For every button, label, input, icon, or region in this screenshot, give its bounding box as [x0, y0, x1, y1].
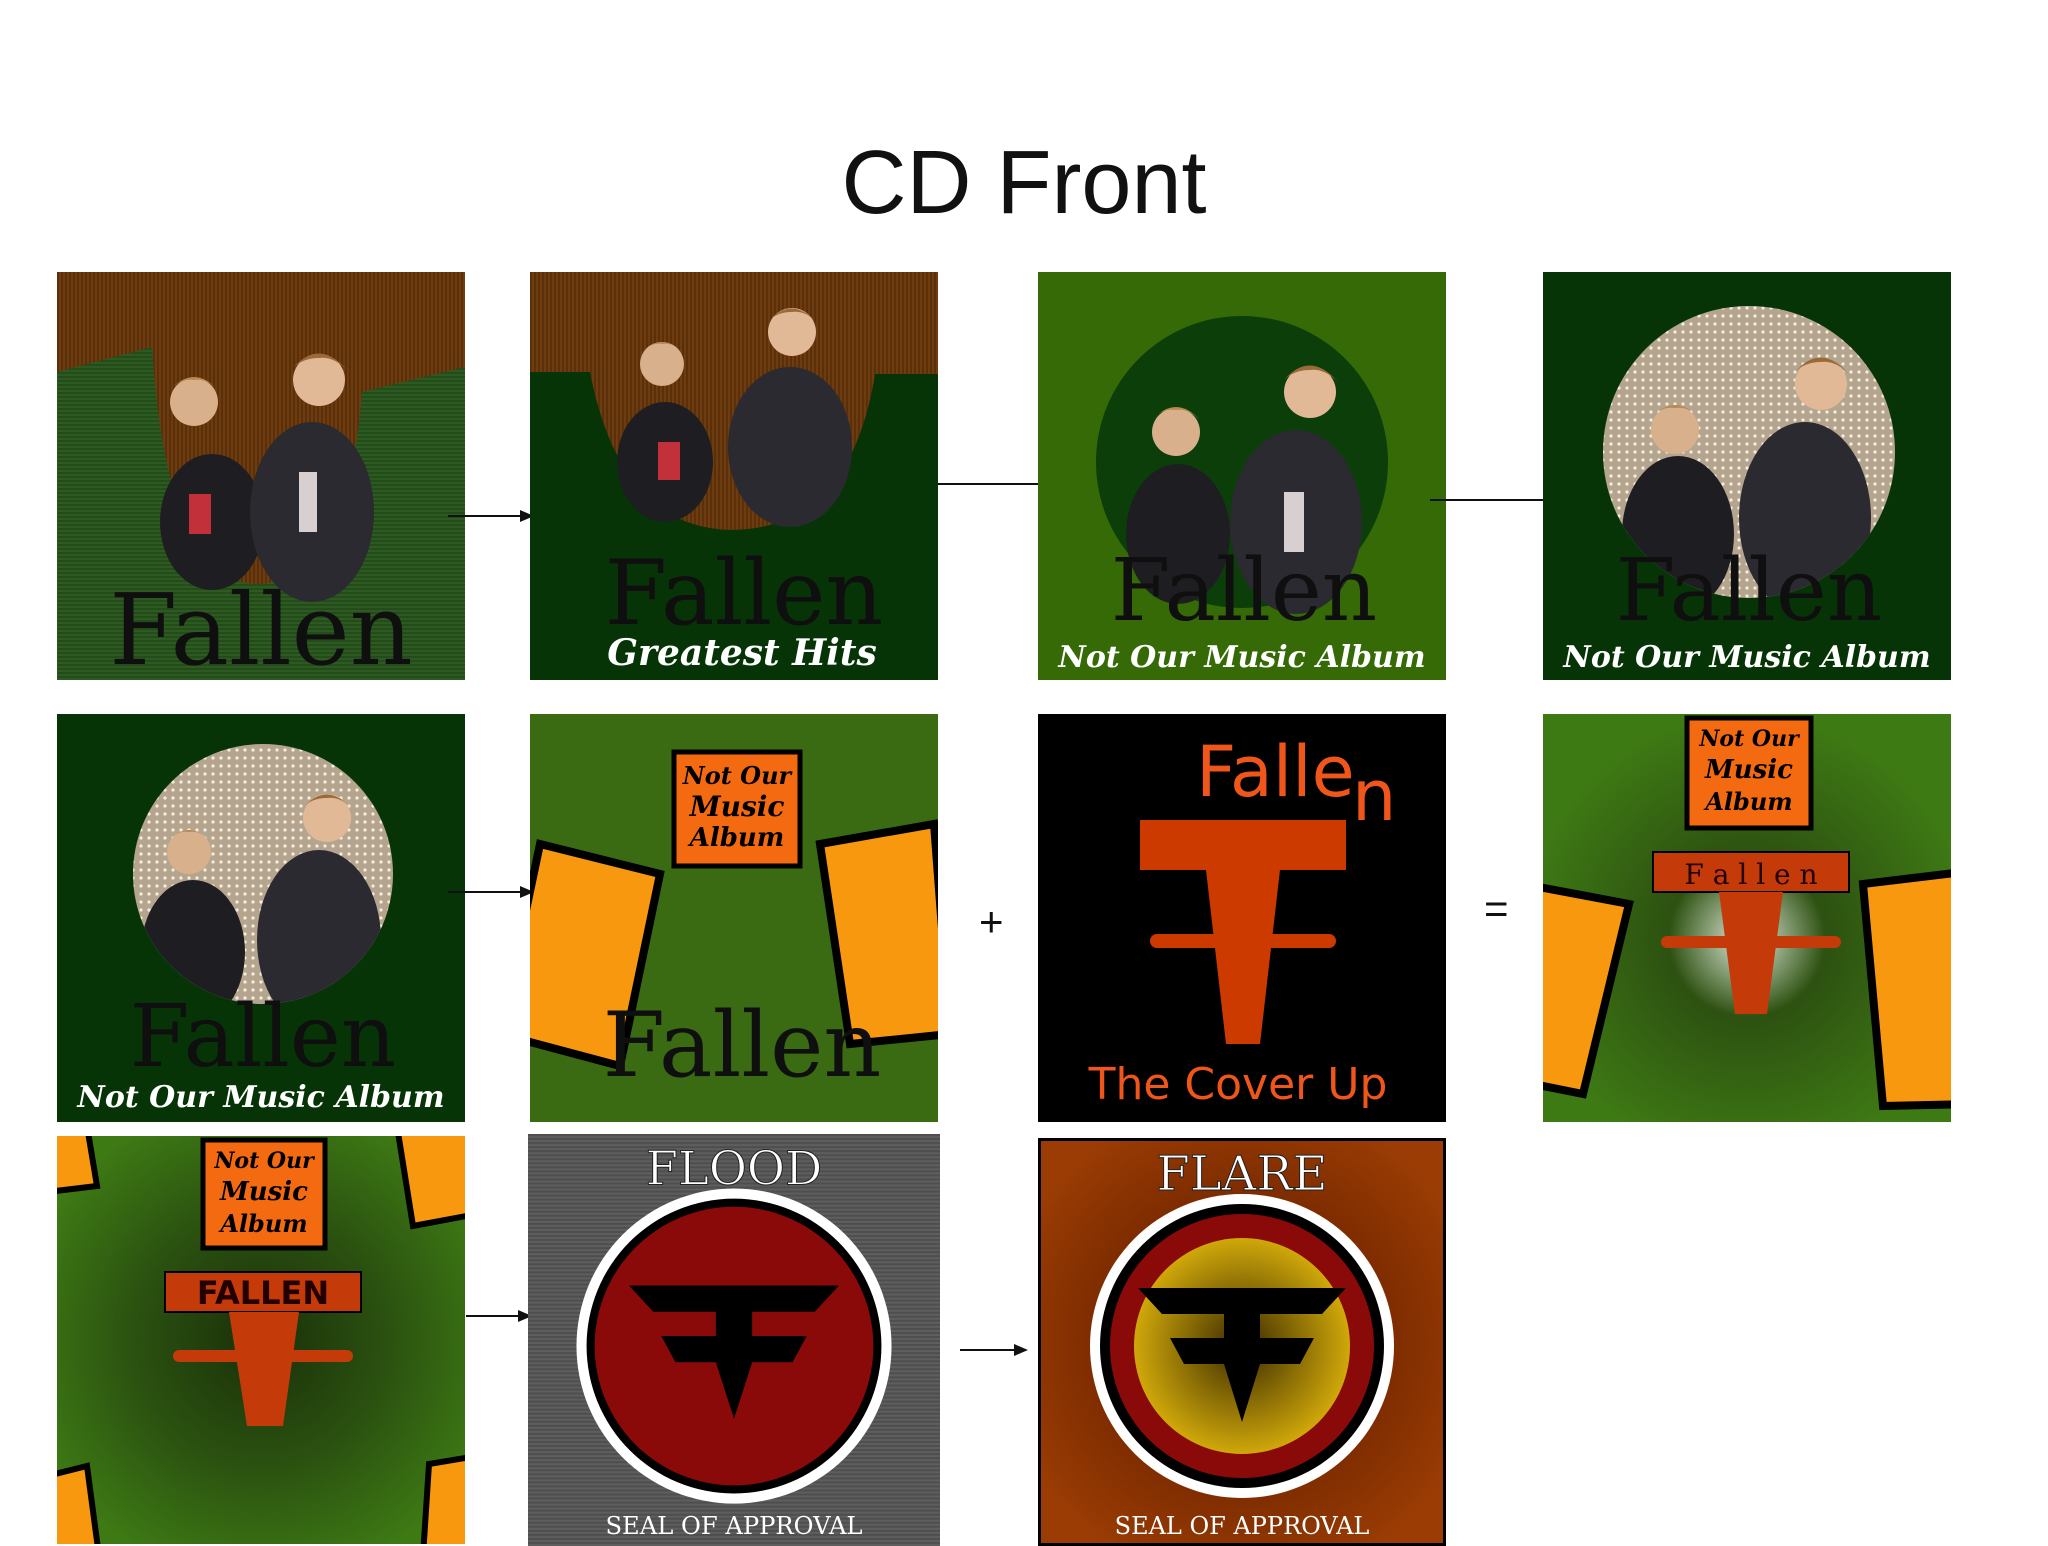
cover-tile-5: Fallen Not Our Music Album: [57, 714, 465, 1122]
cover-art-5: Fallen Not Our Music Album: [57, 714, 465, 1122]
svg-text:Not Our: Not Our: [1698, 726, 1800, 752]
people-photo: [617, 308, 852, 527]
band-name: Fallen: [130, 987, 396, 1087]
cover-tile-9: Not Our Music Album FALLEN: [57, 1136, 465, 1544]
cover-tile-2: Fallen Greatest Hits: [530, 272, 938, 680]
svg-text:Album: Album: [1703, 787, 1792, 816]
slide-title: CD Front: [841, 133, 1207, 233]
people-photo: [1126, 365, 1362, 614]
album-badge: Not Our Music Album: [671, 749, 803, 869]
fallen-logo-icon: F a l l e n: [1652, 851, 1850, 1014]
album-subtitle: Not Our Music Album: [1057, 640, 1425, 675]
ff-seal-icon: [1090, 1194, 1394, 1498]
svg-text:Not Our: Not Our: [682, 761, 794, 790]
band-name: Fallen: [603, 993, 882, 1098]
band-name: Fallen: [605, 541, 884, 646]
cover-tile-4: Fallen Not Our Music Album: [1543, 272, 1951, 680]
svg-text:Not Our: Not Our: [213, 1148, 315, 1174]
cover-art-6: Not Our Music Album Fallen: [530, 714, 938, 1122]
album-badge: Not Our Music Album: [200, 1137, 328, 1251]
cover-tile-11: Flare Seal of Approval: [1038, 1138, 1446, 1546]
album-title: Flare: [1156, 1146, 1327, 1202]
cover-tile-6: Not Our Music Album Fallen: [530, 714, 938, 1122]
cover-tile-3: Fallen Not Our Music Album: [1038, 272, 1446, 680]
svg-text:Music: Music: [689, 790, 785, 823]
svg-text:Album: Album: [218, 1209, 307, 1238]
cover-art-4: Fallen Not Our Music Album: [1543, 272, 1951, 680]
cover-tile-7: Falle n The Cover Up: [1038, 714, 1446, 1122]
album-subtitle: Not Our Music Album: [76, 1080, 444, 1115]
band-name: Fallen: [1616, 541, 1882, 641]
svg-text:Album: Album: [687, 823, 785, 853]
plus-operator: +: [979, 898, 1004, 945]
equals-operator: =: [1484, 885, 1509, 932]
arrow-right-icon: [466, 1310, 532, 1322]
band-name: Fallen: [109, 574, 413, 680]
album-subtitle: The Cover Up: [1088, 1059, 1388, 1110]
arrow-right-icon: [960, 1344, 1028, 1356]
band-name: Falle: [1196, 731, 1355, 813]
cover-tile-8: Not Our Music Album F a l l e n: [1543, 714, 1951, 1122]
cover-art-3: Fallen Not Our Music Album: [1038, 272, 1446, 680]
cover-art-2: Fallen Greatest Hits: [530, 272, 938, 680]
album-badge: Not Our Music Album: [1684, 715, 1814, 831]
cover-art-8: Not Our Music Album F a l l e n: [1543, 714, 1951, 1122]
band-name: F a l l e n: [1684, 858, 1817, 891]
cover-art-7: Falle n The Cover Up: [1038, 714, 1446, 1122]
arrow-right-icon: [448, 510, 534, 522]
arrow-right-icon: [448, 886, 534, 898]
album-title: Flood: [646, 1141, 822, 1195]
ff-seal-icon: [576, 1188, 892, 1504]
band-name: Fallen: [1111, 541, 1377, 641]
album-subtitle: Greatest Hits: [607, 632, 877, 674]
people-photo: [160, 353, 374, 602]
cover-art-11: Flare Seal of Approval: [1038, 1138, 1446, 1546]
svg-text:Music: Music: [1704, 755, 1793, 785]
svg-text:Music: Music: [219, 1177, 308, 1207]
fallen-logo-icon: [1140, 820, 1346, 1044]
cover-art-10: Flood Seal of Approval: [528, 1134, 940, 1546]
fallen-logo-icon: FALLEN: [164, 1271, 362, 1426]
cover-art-9: Not Our Music Album FALLEN: [57, 1136, 465, 1544]
album-subtitle: Not Our Music Album: [1562, 640, 1930, 675]
cover-art-1: Fallen: [57, 272, 465, 680]
band-name-n: n: [1352, 755, 1396, 837]
cover-tile-1: Fallen: [57, 272, 465, 680]
seal-caption: Seal of Approval: [1115, 1512, 1370, 1540]
seal-caption: Seal of Approval: [605, 1512, 862, 1540]
band-name: FALLEN: [197, 1274, 329, 1312]
cover-tile-10: Flood Seal of Approval: [528, 1134, 940, 1546]
